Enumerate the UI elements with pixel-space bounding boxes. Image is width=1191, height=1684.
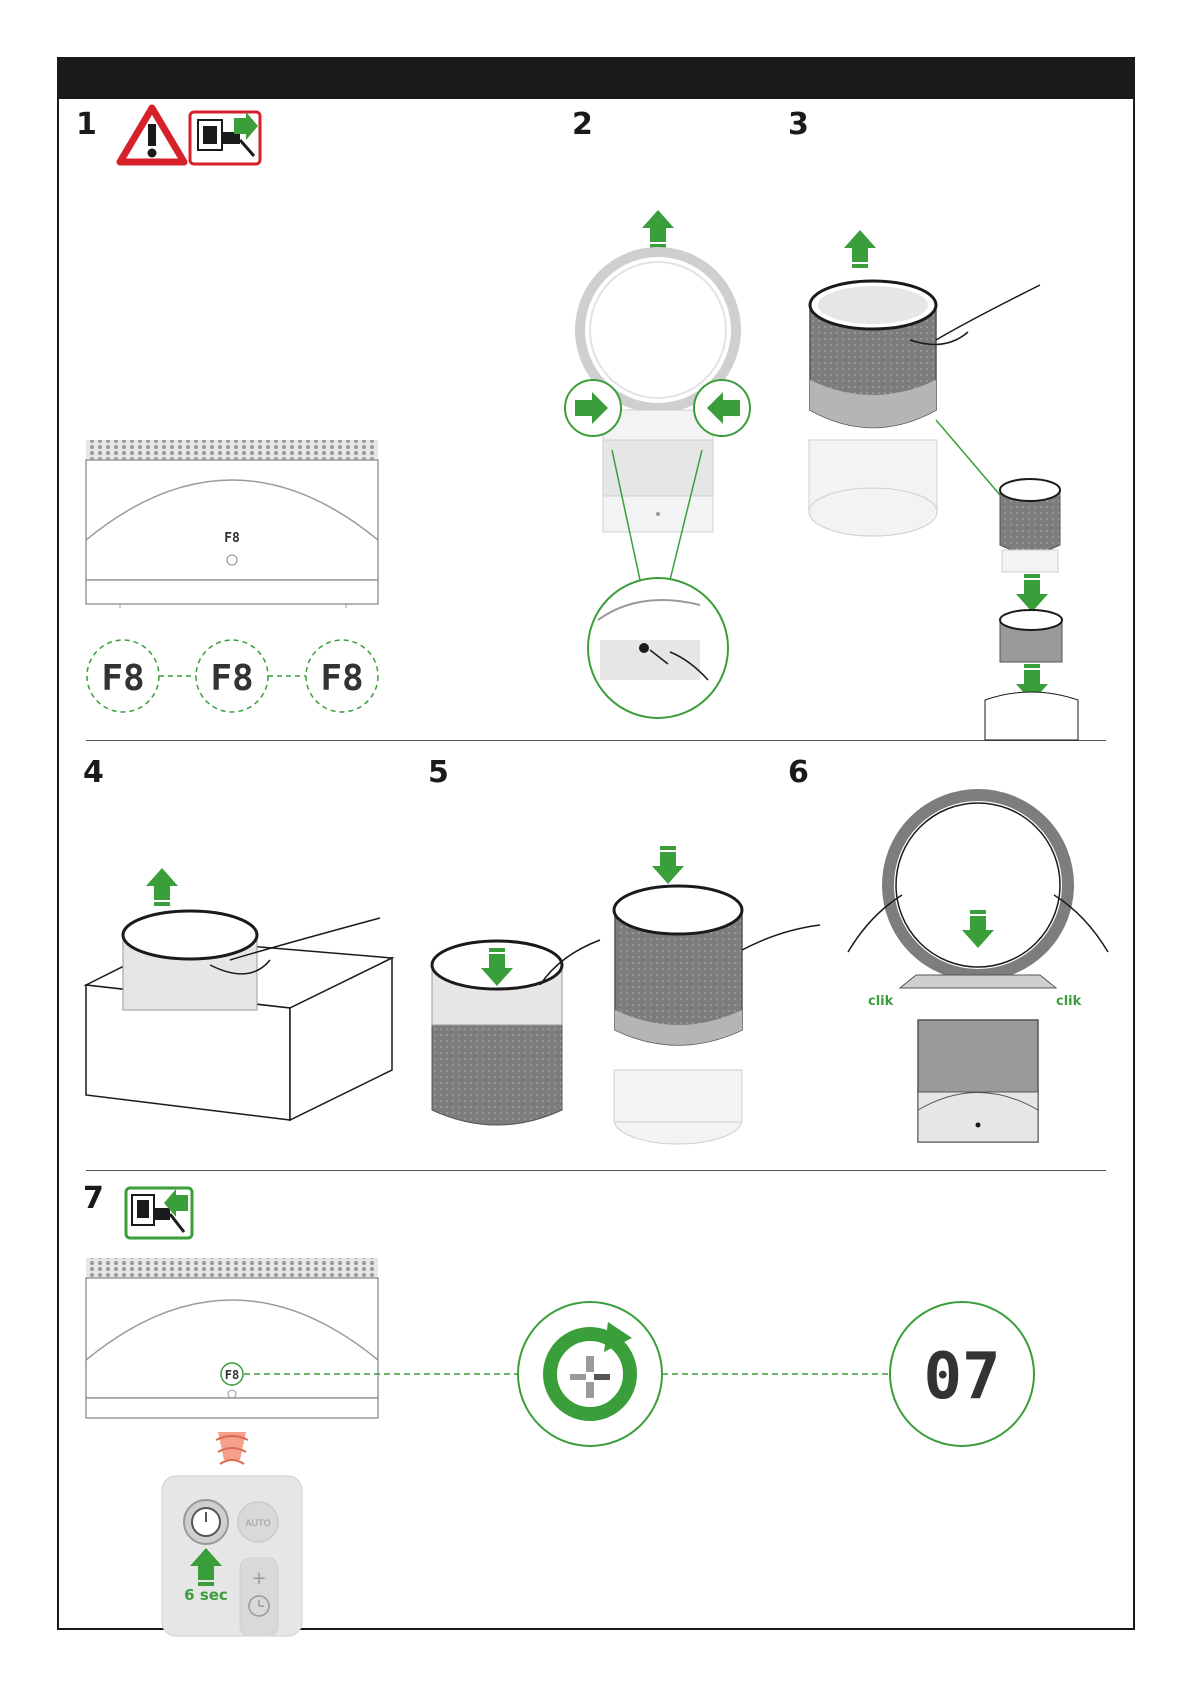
reset-icon [518, 1302, 890, 1446]
hold-time-label: 6 sec [184, 1586, 228, 1604]
panel-display-step7: F8 [225, 1368, 239, 1382]
display-seq-1: F8 [101, 658, 144, 699]
click-label-left: clik [868, 994, 894, 1009]
loop-amplifier-illustration [565, 210, 750, 718]
display-seq-2: F8 [210, 658, 253, 699]
plug-in-icon [126, 1188, 192, 1238]
auto-button-label: AUTO [245, 1519, 270, 1529]
remote-control: AUTO 6 sec + [162, 1476, 302, 1636]
click-label-right: clik [1056, 994, 1082, 1009]
warning-triangle-icon [120, 108, 184, 162]
filter-removal-illustration [809, 230, 1078, 740]
panel-display: F8 [224, 531, 240, 546]
display-sequence: F8 F8 F8 [87, 640, 378, 712]
unplug-icon [190, 112, 260, 164]
refit-loop-amplifier-illustration: clik clik [848, 795, 1108, 1142]
purifier-base-front: F8 [86, 440, 378, 608]
new-filter-unbox-illustration [86, 868, 392, 1120]
purifier-base-front-step7: F8 [86, 1258, 518, 1418]
ir-signal [216, 1432, 248, 1464]
fit-new-filter-illustration [432, 846, 820, 1144]
result-display-value: 07 [923, 1340, 1000, 1414]
display-seq-3: F8 [320, 658, 363, 699]
svg-text:+: + [251, 1568, 266, 1589]
result-display: 07 [890, 1302, 1034, 1446]
